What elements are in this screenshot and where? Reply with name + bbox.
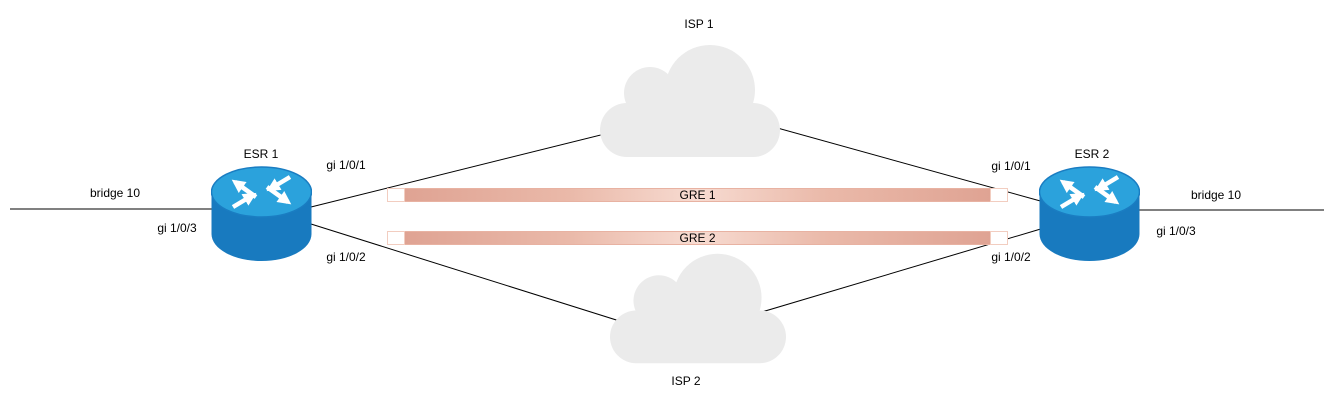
link-esr1-isp2 — [310, 223, 646, 330]
router-esr1 — [210, 166, 313, 267]
esr2-interface-gi101: gi 1/0/1 — [991, 159, 1031, 173]
tunnel-open-end-right — [990, 231, 1008, 245]
router-icon — [1038, 166, 1141, 261]
cloud-icon — [600, 45, 780, 157]
cloud-isp2-label: ISP 2 — [671, 374, 701, 388]
tunnel-open-end-left — [387, 231, 405, 245]
router-esr1-label: ESR 1 — [243, 147, 279, 161]
router-icon — [210, 166, 313, 261]
router-arrows-icon — [231, 175, 292, 209]
router-arrows-icon — [1059, 175, 1120, 209]
cloud-isp1 — [600, 45, 780, 162]
router-esr2 — [1038, 166, 1141, 267]
esr1-interface-gi103: gi 1/0/3 — [157, 221, 197, 235]
tunnel-label: GRE 1 — [679, 188, 716, 202]
tunnel-pipe: GRE 2 — [405, 231, 990, 245]
esr1-bridge-label: bridge 10 — [89, 186, 141, 200]
esr2-interface-gi103: gi 1/0/3 — [1156, 224, 1196, 238]
esr2-bridge-label: bridge 10 — [1190, 188, 1242, 202]
gre-tunnel-2: GRE 2 — [387, 231, 1008, 245]
esr1-interface-gi101: gi 1/0/1 — [326, 158, 366, 172]
cloud-isp2 — [610, 253, 786, 369]
router-esr2-label: ESR 2 — [1074, 147, 1110, 161]
cloud-isp1-label: ISP 1 — [684, 17, 714, 31]
tunnel-open-end-left — [387, 188, 405, 202]
tunnel-label: GRE 2 — [679, 231, 716, 245]
gre-tunnel-1: GRE 1 — [387, 188, 1008, 202]
tunnel-pipe: GRE 1 — [405, 188, 990, 202]
tunnel-open-end-right — [990, 188, 1008, 202]
link-esr1-isp1 — [310, 123, 646, 208]
esr2-interface-gi102: gi 1/0/2 — [991, 250, 1031, 264]
esr1-interface-gi102: gi 1/0/2 — [326, 250, 366, 264]
cloud-icon — [610, 253, 786, 364]
